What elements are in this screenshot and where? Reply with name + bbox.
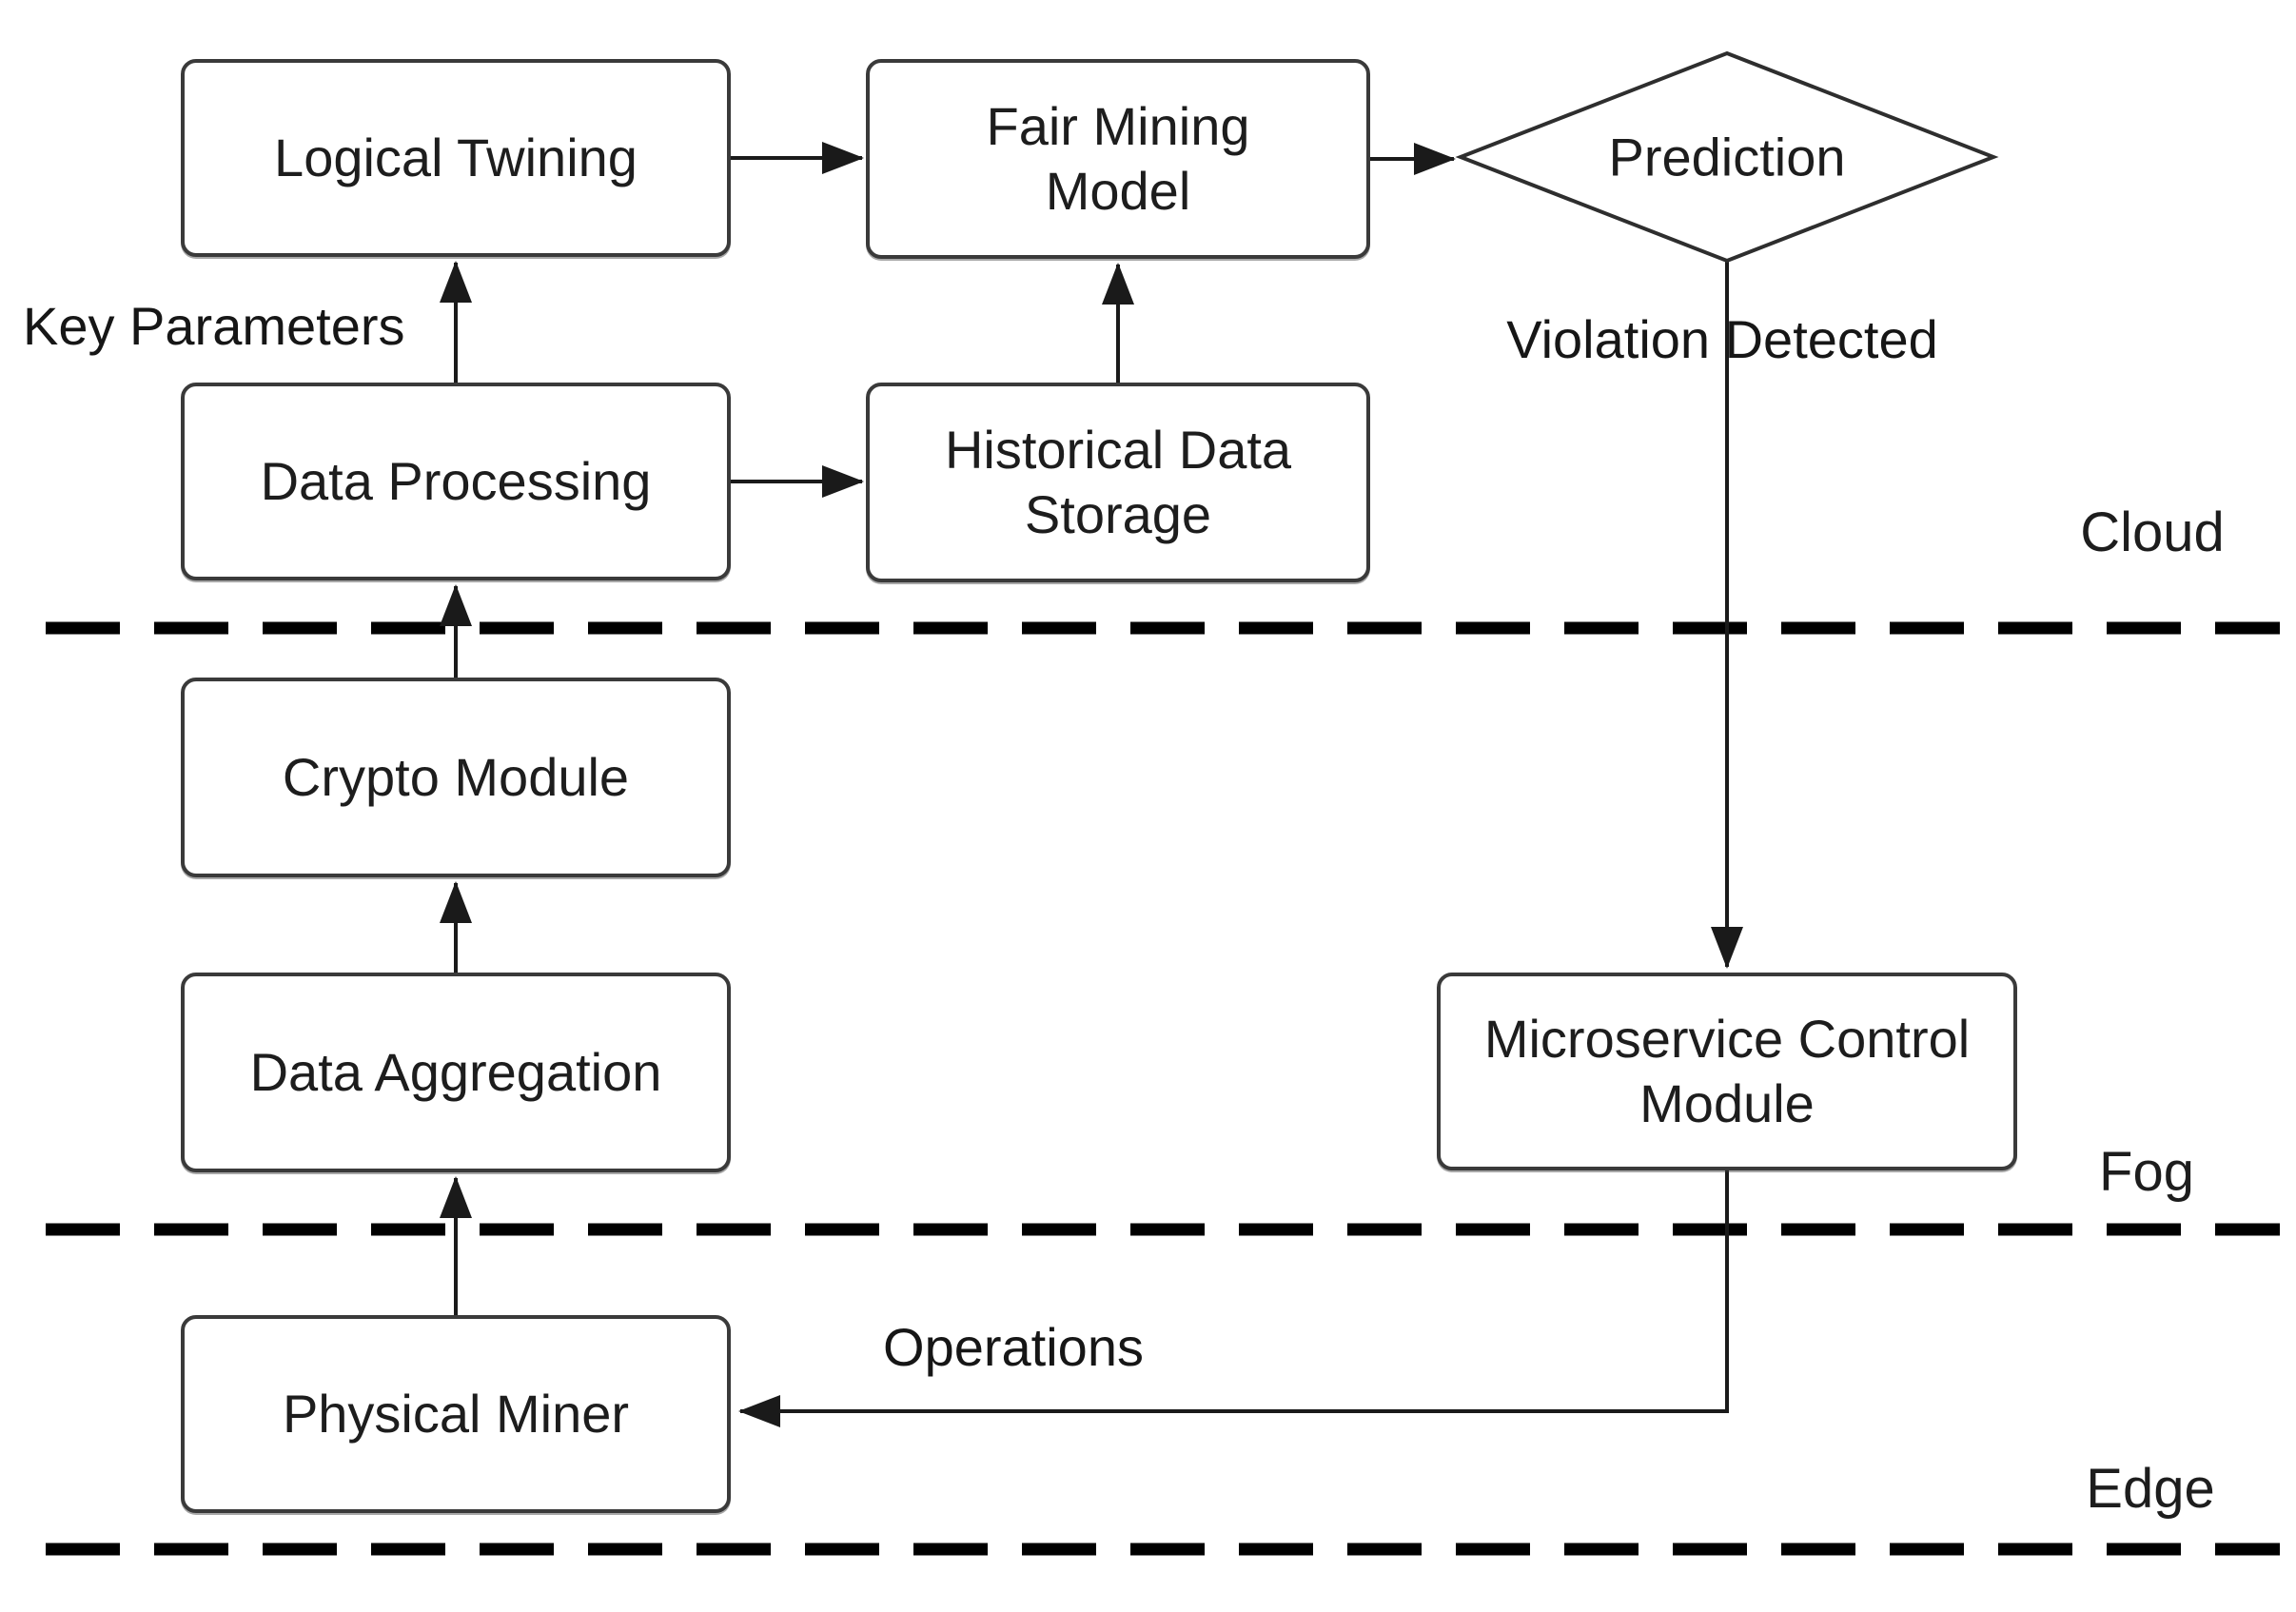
edge-label-violation-detected: Violation Detected [1506,309,1938,370]
node-crypto-module: Crypto Module [181,678,731,877]
node-historical-data-storage: Historical Data Storage [866,383,1370,582]
node-microservice-control-module: Microservice Control Module [1437,973,2017,1170]
node-data-processing: Data Processing [181,383,731,580]
node-physical-miner-label: Physical Miner [282,1383,630,1444]
node-fair-mining-model: Fair Mining Model [866,59,1370,259]
node-data-processing-label: Data Processing [260,450,652,511]
node-logical-twining-label: Logical Twining [274,127,638,187]
arrow-microservice-control-to-physical-miner [738,1170,1729,1427]
node-data-aggregation-label: Data Aggregation [249,1041,662,1102]
node-microservice-control-module-label: Microservice Control Module [1483,1008,1971,1133]
prediction-diamond-shape [1455,50,1999,264]
node-data-aggregation: Data Aggregation [181,973,731,1172]
node-fair-mining-model-label: Fair Mining Model [986,95,1250,221]
node-prediction-label: Prediction [1608,127,1846,187]
node-historical-data-storage-label: Historical Data Storage [944,419,1292,544]
layer-label-cloud: Cloud [2080,501,2225,564]
layer-label-fog: Fog [2099,1141,2194,1204]
node-logical-twining: Logical Twining [181,59,731,257]
edge-label-key-parameters: Key Parameters [23,296,405,357]
layer-label-edge: Edge [2086,1458,2215,1521]
node-physical-miner: Physical Miner [181,1315,731,1513]
node-crypto-module-label: Crypto Module [282,746,630,807]
edge-label-operations: Operations [883,1317,1144,1378]
